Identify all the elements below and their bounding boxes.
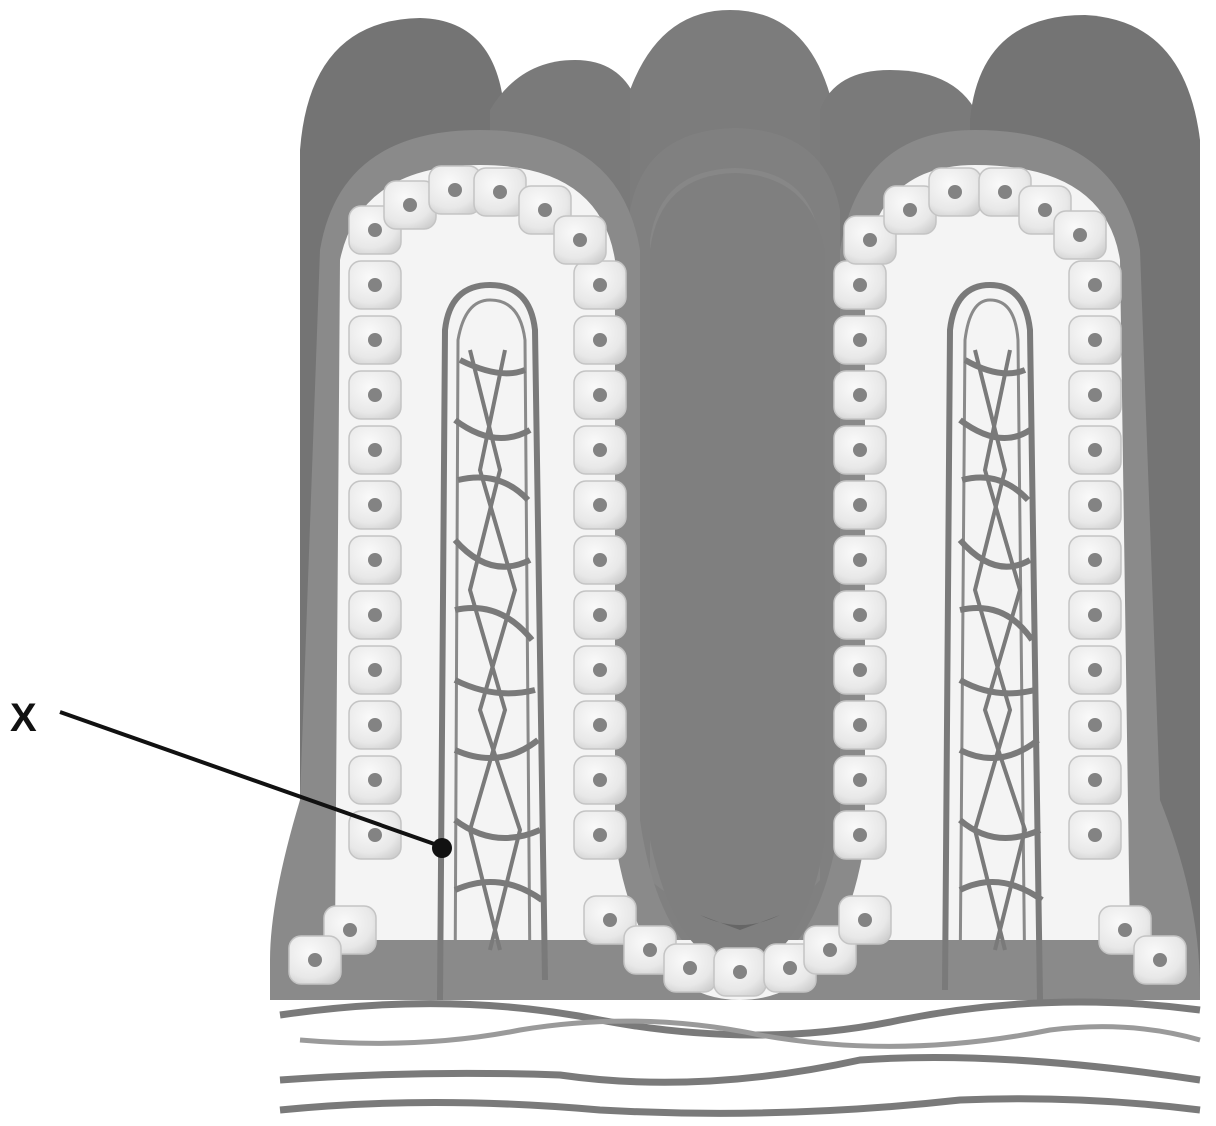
cell-nucleus (603, 913, 617, 927)
cell-nucleus (853, 333, 867, 347)
cell-nucleus (1088, 773, 1102, 787)
cell-nucleus (863, 233, 877, 247)
label-x: X (10, 698, 37, 738)
cell-nucleus (1088, 718, 1102, 732)
cell-nucleus (948, 185, 962, 199)
cell-nucleus (1088, 443, 1102, 457)
cell-nucleus (593, 718, 607, 732)
cell-nucleus (853, 388, 867, 402)
cell-nucleus (368, 223, 382, 237)
cell-nucleus (1118, 923, 1132, 937)
cell-nucleus (853, 278, 867, 292)
cell-nucleus (1073, 228, 1087, 242)
cell-nucleus (1088, 663, 1102, 677)
submucosal-vessels (280, 1002, 1200, 1113)
cell-nucleus (368, 718, 382, 732)
cell-nucleus (368, 498, 382, 512)
cell-nucleus (853, 828, 867, 842)
cell-nucleus (1088, 278, 1102, 292)
cell-nucleus (448, 183, 462, 197)
cell-nucleus (593, 553, 607, 567)
cell-nucleus (538, 203, 552, 217)
cell-nucleus (368, 828, 382, 842)
cell-nucleus (573, 233, 587, 247)
cell-nucleus (683, 961, 697, 975)
cell-nucleus (593, 443, 607, 457)
cell-nucleus (493, 185, 507, 199)
cell-nucleus (1088, 388, 1102, 402)
cell-nucleus (783, 961, 797, 975)
cell-nucleus (368, 443, 382, 457)
cell-nucleus (308, 953, 322, 967)
cell-nucleus (593, 333, 607, 347)
cell-nucleus (368, 773, 382, 787)
cell-nucleus (1088, 828, 1102, 842)
cell-nucleus (593, 828, 607, 842)
cell-nucleus (643, 943, 657, 957)
cell-nucleus (1088, 498, 1102, 512)
cell-nucleus (368, 553, 382, 567)
cell-nucleus (823, 943, 837, 957)
cell-nucleus (853, 773, 867, 787)
cell-nucleus (1088, 333, 1102, 347)
cell-nucleus (368, 608, 382, 622)
cell-nucleus (593, 663, 607, 677)
cell-nucleus (343, 923, 357, 937)
cell-nucleus (593, 388, 607, 402)
cell-nucleus (853, 443, 867, 457)
cell-nucleus (858, 913, 872, 927)
left-crypt (270, 130, 1200, 1000)
cell-nucleus (368, 278, 382, 292)
cell-nucleus (998, 185, 1012, 199)
cell-nucleus (593, 773, 607, 787)
cell-nucleus (1038, 203, 1052, 217)
cell-nucleus (593, 498, 607, 512)
cell-nucleus (593, 608, 607, 622)
cell-nucleus (1088, 608, 1102, 622)
cell-nucleus (853, 608, 867, 622)
cell-nucleus (853, 498, 867, 512)
cell-nucleus (593, 278, 607, 292)
cell-nucleus (733, 965, 747, 979)
cell-nucleus (1153, 953, 1167, 967)
cell-nucleus (903, 203, 917, 217)
cell-nucleus (1088, 553, 1102, 567)
cell-nucleus (368, 663, 382, 677)
cell-nucleus (368, 388, 382, 402)
cell-nucleus (853, 663, 867, 677)
cell-nucleus (853, 718, 867, 732)
cell-nucleus (403, 198, 417, 212)
cell-nucleus (853, 553, 867, 567)
cell-nucleus (368, 333, 382, 347)
